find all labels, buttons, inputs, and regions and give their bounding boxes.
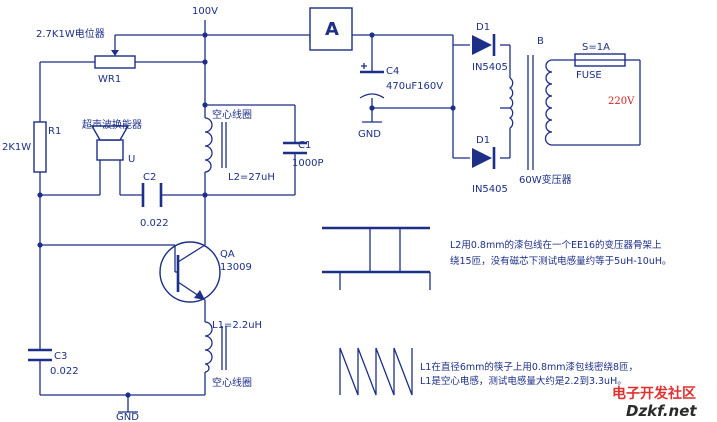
c3-value-label: 0.022 xyxy=(50,366,79,377)
c3-ref-label: C3 xyxy=(54,351,67,362)
transformer-icon xyxy=(508,55,553,170)
supply-label: 100V xyxy=(192,6,218,17)
mains-voltage-label: 220V xyxy=(608,96,635,107)
ammeter-label: A xyxy=(325,19,339,40)
transformer-desc-label: 60W变压器 xyxy=(519,173,572,186)
inductor-l2-icon xyxy=(204,117,227,173)
l2-value-label: L2=27uH xyxy=(228,172,275,183)
c4-value-label: 470uF160V xyxy=(386,81,443,92)
diode-top-icon xyxy=(472,34,496,56)
qa-ref-label: QA xyxy=(220,249,235,260)
ammeter-icon xyxy=(309,7,353,51)
gnd-right-label: GND xyxy=(358,129,381,140)
inductor-l1-icon xyxy=(204,321,227,373)
junction-dots xyxy=(37,32,456,398)
coil-bottom-label: 空心线圈 xyxy=(212,376,252,389)
ground-icon xyxy=(118,121,382,413)
resistor-r1 xyxy=(33,121,47,173)
transducer-ref-label: U xyxy=(128,154,135,165)
diode-bottom-icon xyxy=(472,147,496,169)
r1-value-label: 2K1W xyxy=(2,142,31,153)
l1-note-line2: L1是空心电感，测试电感量大约是2.2到3.3uH。 xyxy=(420,375,627,387)
c4-ref-label: C4 xyxy=(386,66,399,77)
transistor-qa-icon xyxy=(159,241,221,303)
coil-top-label: 空心线圈 xyxy=(212,108,252,121)
capacitor-c3-icon xyxy=(28,348,52,370)
l2-winding-illustration xyxy=(322,226,431,290)
l1-winding-illustration xyxy=(339,347,413,396)
l1-note-line1: L1在直径6mm的筷子上用0.8mm漆包线密绕8匝， xyxy=(420,361,638,373)
l2-note-line2: 绕15匝，没有磁芯下测试电感量约等于5uH-10uH。 xyxy=(450,255,671,267)
d1-bottom-ref-label: D1 xyxy=(476,135,490,146)
fuse-rating-label: S=1A xyxy=(582,42,610,53)
l2-note-line1: L2用0.8mm的漆包线在一个EE16的变压器骨架上 xyxy=(450,239,662,251)
watermark-url: Dzkf.net xyxy=(626,402,697,420)
capacitor-c1-icon xyxy=(283,141,307,155)
potentiometer-wr1 xyxy=(94,50,136,69)
capacitor-c2-icon xyxy=(141,183,163,207)
qa-model-label: 13009 xyxy=(220,262,252,273)
wiring xyxy=(39,20,641,412)
c2-ref-label: C2 xyxy=(143,172,156,183)
c1-value-label: 1000P xyxy=(292,158,323,169)
c2-value-label: 0.022 xyxy=(140,218,169,229)
transducer-label: 超声波换能器 xyxy=(82,118,142,131)
fuse-icon xyxy=(574,53,626,67)
gnd-bottom-label: GND xyxy=(116,412,139,422)
pot-rating-label: 2.7K1W电位器 xyxy=(36,27,105,40)
pot-ref-label: WR1 xyxy=(98,74,121,85)
r1-ref-label: R1 xyxy=(48,126,61,137)
fuse-label: FUSE xyxy=(576,70,602,81)
d1-bottom-model-label: IN5405 xyxy=(472,184,508,195)
d1-top-model-label: IN5405 xyxy=(472,62,508,73)
transformer-ref-label: B xyxy=(537,36,544,47)
transducer-icon xyxy=(90,125,130,161)
watermark-cn: 电子开发社区 xyxy=(612,385,696,402)
c1-ref-label: C1 xyxy=(298,140,311,151)
capacitor-c4-icon xyxy=(359,63,385,99)
d1-top-ref-label: D1 xyxy=(476,22,490,33)
l1-value-label: L1=2.2uH xyxy=(212,320,262,331)
